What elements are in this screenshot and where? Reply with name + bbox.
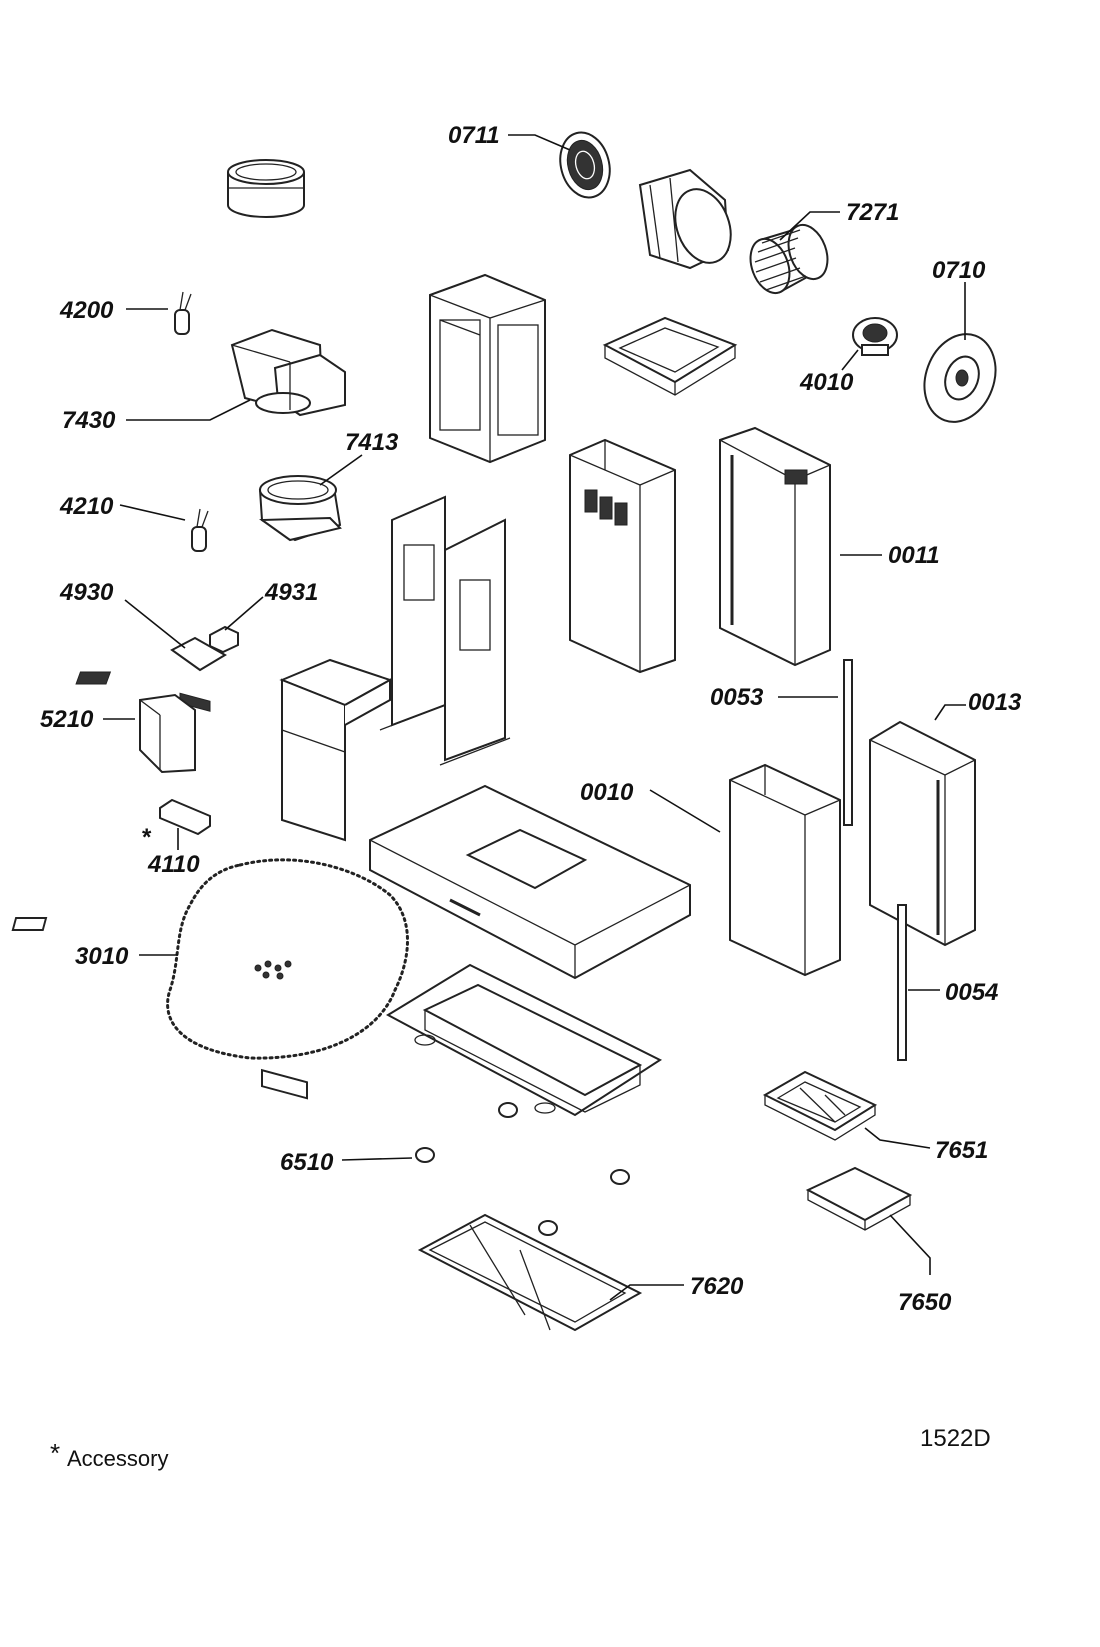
leader-lines: [103, 134, 966, 1301]
part-4200-capacitor: [174, 291, 192, 335]
part-4210-capacitor: [191, 508, 209, 552]
label-6510: 6510: [280, 1149, 334, 1176]
part-0710-motor-plate: [923, 333, 997, 423]
part-0013-lower-chimney: [869, 720, 976, 947]
label-7271: 7271: [846, 199, 899, 226]
label-7430: 7430: [62, 407, 116, 434]
part-0053-trim-strip: [843, 659, 853, 826]
footnote-marker: *: [50, 1438, 60, 1468]
footnote-text: Accessory: [67, 1446, 168, 1471]
part-3010-hardware-kit: [11, 858, 409, 1100]
part-0011-upper-chimney: [719, 426, 831, 667]
lower-support-bracket: [75, 658, 393, 842]
label-0054: 0054: [945, 979, 998, 1006]
part-4110-accessory: [159, 798, 211, 836]
label-7413: 7413: [345, 429, 399, 456]
label-7620: 7620: [690, 1273, 744, 1300]
label-4930: 4930: [59, 579, 114, 606]
part-0711-grille: [559, 131, 611, 199]
label-5210: 5210: [40, 706, 94, 733]
label-3010: 3010: [75, 943, 129, 970]
part-7651-filter-frame: [762, 1070, 878, 1141]
label-0710: 0710: [932, 257, 986, 284]
inner-chimney-brackets: [379, 495, 511, 766]
label-4210: 4210: [59, 493, 114, 520]
top-square-frame: [602, 316, 738, 396]
label-0711: 0711: [448, 122, 500, 149]
part-6510-lamps: [415, 1102, 630, 1236]
part-4010-motor: [852, 317, 898, 356]
part-7620-grease-filters: [417, 1213, 643, 1332]
part-4931-module: [209, 625, 239, 654]
footnote: * Accessory: [50, 1438, 168, 1471]
label-0013: 0013: [968, 689, 1022, 716]
part-0054-trim-strip: [897, 904, 907, 1061]
upper-outer-chimney-vented: [569, 438, 676, 674]
part-7413-round-adapter: [258, 475, 342, 542]
round-duct-collar: [227, 159, 305, 218]
hood-canopy: [369, 784, 691, 980]
chimney-frame: [429, 273, 546, 464]
part-7650-charcoal-filter: [805, 1166, 913, 1231]
blower-housing: [638, 168, 732, 270]
drawing-code: 1522D: [920, 1425, 991, 1452]
label-4010: 4010: [799, 369, 854, 396]
part-7430-diverter: [230, 328, 346, 417]
label-4110: 4110: [147, 851, 200, 878]
part-5210-electrical-box: [139, 693, 196, 774]
label-0010: 0010: [580, 779, 634, 806]
label-4200: 4200: [59, 297, 114, 324]
label-0053: 0053: [710, 684, 764, 711]
accessory-asterisk: *: [142, 824, 152, 851]
part-labels: 0711 7271 0710 4200 4010 7430 7413 4210 …: [40, 122, 1022, 1316]
part-4930-control-board: [170, 636, 227, 712]
label-7650: 7650: [898, 1289, 952, 1316]
part-7271-blower-wheel: [749, 223, 829, 295]
label-0011: 0011: [888, 542, 940, 569]
label-7651: 7651: [935, 1137, 988, 1164]
label-4931: 4931: [264, 579, 318, 606]
part-0010-lower-chimney: [729, 763, 841, 977]
lower-hood-body: [385, 963, 663, 1117]
